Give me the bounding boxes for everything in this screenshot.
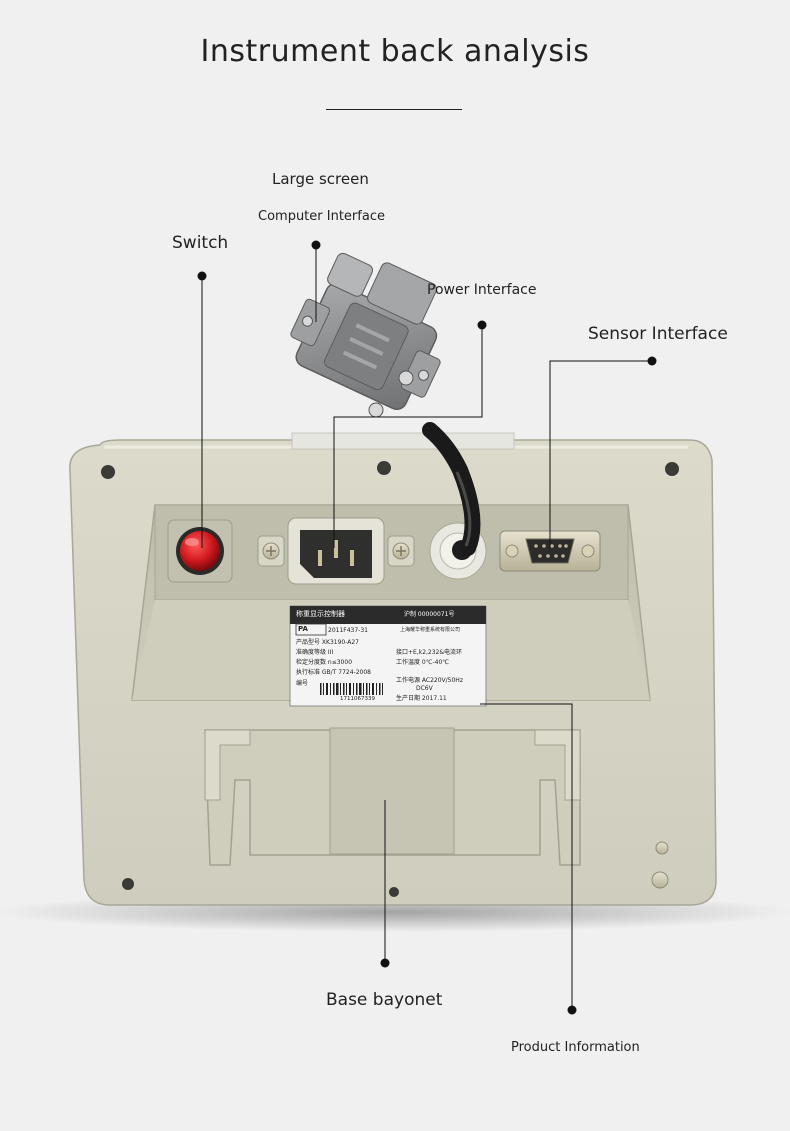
leader-lines [201, 245, 652, 1010]
screw [398, 370, 414, 386]
nameplate-serial-label: 编号 [296, 680, 309, 687]
leader-dots [197, 240, 657, 1015]
computer-connector [290, 252, 441, 411]
nameplate-text: 称重显示控制器 沪制 00000071号 PA 2011F437-31 上海耀华… [292, 607, 484, 705]
nameplate-power: 工作电源 AC220V/50Hz [396, 677, 463, 684]
nameplate-cert: 沪制 00000071号 [404, 611, 455, 618]
mount-hole [122, 878, 134, 890]
mount-hole [377, 461, 391, 475]
mount-hole [389, 887, 399, 897]
top-sticker [291, 432, 515, 450]
nameplate-barcode-number: 1711067339 [340, 696, 375, 702]
nameplate-manufacturer: 上海耀华称重系统有限公司 [400, 627, 461, 633]
label-large-screen: Large screen [272, 170, 369, 188]
label-switch: Switch [172, 233, 229, 253]
mount-hole [665, 462, 679, 476]
label-power-interface: Power Interface [427, 282, 537, 298]
screw [368, 402, 384, 418]
nameplate-standard: 执行标准 GB/T 7724-2008 [296, 669, 371, 676]
title-underline [326, 109, 462, 110]
nameplate-interface: 接口+E,k2,232&电流环 [396, 649, 463, 656]
nameplate-date: 生产日期 2017.11 [396, 695, 447, 702]
label-product-information: Product Information [511, 1040, 640, 1055]
nameplate-brand: 称重显示控制器 [296, 610, 345, 618]
nameplate-model: 产品型号 XK3190-A27 [296, 639, 359, 646]
switch-button [180, 531, 220, 571]
label-computer-interface: Computer Interface [258, 209, 385, 224]
nameplate-power-dc: DC6V [416, 685, 433, 692]
page-title: Instrument back analysis [200, 34, 590, 69]
nameplate-divisions: 检定分度数 n≤3000 [296, 659, 353, 666]
nameplate-temperature: 工作温度 0℃-40℃ [396, 659, 450, 666]
nameplate-accuracy: 准确度等级 III [296, 649, 334, 656]
barcode [320, 683, 383, 695]
label-base-bayonet: Base bayonet [326, 990, 443, 1010]
nameplate-pa: PA [298, 625, 308, 633]
cable [422, 422, 481, 556]
label-sensor-interface: Sensor Interface [588, 324, 728, 344]
mount-hole [101, 465, 115, 479]
nameplate-pa-code: 2011F437-31 [328, 627, 368, 634]
